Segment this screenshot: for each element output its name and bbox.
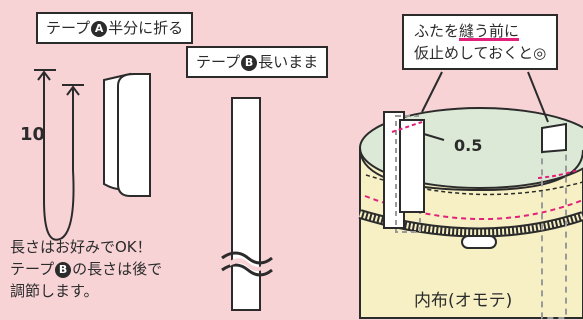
- callout-tape-a-post: 半分に折る: [108, 19, 184, 37]
- badge-b-icon: B: [241, 55, 258, 71]
- tapes-on-pouch: [383, 111, 579, 319]
- callout-lid-line1-pre: ふたを: [414, 22, 460, 40]
- badge-a-icon: A: [91, 21, 108, 37]
- callout-tape-b-post: 長いまま: [258, 53, 319, 71]
- measure-label-05: 0.5: [454, 136, 483, 155]
- callout-lid-line2: 仮止めしておくと◎: [414, 44, 547, 62]
- note-line2-post: の長さは後で: [72, 260, 163, 278]
- length-arrow-10: [34, 69, 84, 241]
- note-line3: 調節します。: [10, 282, 99, 300]
- callout-pin-before-sewing: ふたを縫う前に 仮止めしておくと◎: [402, 14, 559, 70]
- callout-tape-b-pre: テープ: [196, 53, 241, 71]
- badge-b-icon: B: [55, 262, 72, 278]
- callout-lid-line1-underlined: 縫う前に: [459, 22, 520, 40]
- measure-mark-05: [423, 133, 445, 141]
- zipper-pull: [461, 235, 497, 249]
- note-line2-pre: テープ: [10, 260, 55, 278]
- measure-label-10: 10: [20, 124, 46, 145]
- leader-lines: [421, 71, 549, 123]
- callout-tape-a-pre: テープ: [46, 19, 91, 37]
- tape-a-folded: [103, 72, 151, 197]
- inner-fabric-label: 内布(オモテ): [414, 291, 513, 311]
- note-line1: 長さはお好みでOK！: [10, 238, 152, 256]
- tape-b-long: [221, 97, 273, 311]
